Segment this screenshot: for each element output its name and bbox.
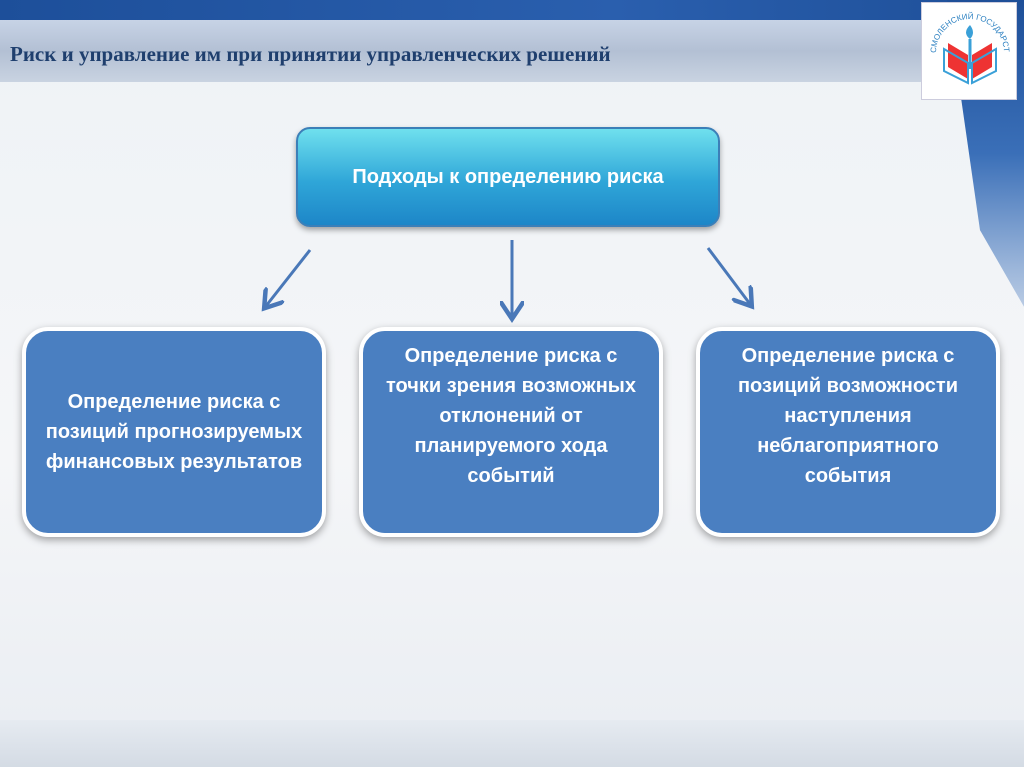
header-band [0, 0, 1024, 20]
approach-box-1: Определение риска с позиций прогнозируем… [22, 327, 326, 537]
approach-box-3: Определение риска с позиций возможности … [696, 327, 1000, 537]
approach-box-2: Определение риска с точки зрения возможн… [359, 327, 663, 537]
university-logo: СМОЛЕНСКИЙ ГОСУДАРСТВЕННЫЙ [918, 0, 1017, 100]
arrow-left [266, 249, 312, 306]
footer-band [0, 720, 1024, 767]
slide-title: Риск и управление им при принятии управл… [10, 42, 611, 66]
root-node: Подходы к определению риска [296, 127, 720, 227]
title-band [0, 20, 1024, 82]
arrow-right [706, 247, 750, 304]
